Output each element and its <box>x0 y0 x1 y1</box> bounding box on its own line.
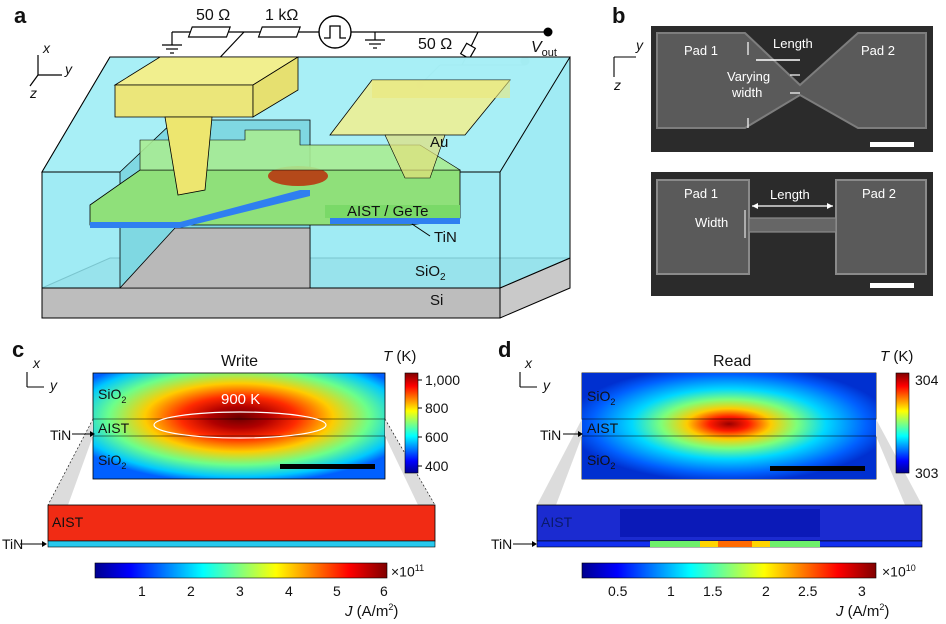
c-zoom-tin-label: TiN <box>2 536 24 552</box>
b-top-length-label: Length <box>773 36 813 51</box>
c-axis-x-label: x <box>33 355 40 371</box>
resistor-50-ohm-label: 50 Ω <box>196 7 231 24</box>
c-zoom-aist-label: AIST <box>52 514 84 530</box>
layer-label-au: Au <box>430 134 449 151</box>
d-title: Read <box>713 353 752 370</box>
d-j-tick: 2 <box>762 583 770 599</box>
c-j-tick: 6 <box>380 583 388 599</box>
c-contour-label: 900 K <box>221 391 261 408</box>
d-j-label: J (A/m2) <box>836 602 890 620</box>
d-sio2-bottom-label: SiO2 <box>587 452 616 471</box>
c-tin-label: TiN <box>50 427 72 443</box>
axis-z-label: z <box>30 85 37 101</box>
d-aist-label: AIST <box>587 420 619 436</box>
b-bottom-length-label: Length <box>770 187 810 202</box>
c-j-tick: 3 <box>236 583 244 599</box>
d-zoom-tin-label: TiN <box>491 536 513 552</box>
axis-x-label: x <box>43 40 50 56</box>
b-top-pad1-label: Pad 1 <box>684 43 718 58</box>
panel-label-a: a <box>14 3 27 28</box>
b-top-pad2-label: Pad 2 <box>861 43 895 58</box>
b-bottom-pad2-label: Pad 2 <box>862 186 896 201</box>
c-j-exponent: ×1011 <box>391 563 425 580</box>
d-zoom-aist-label: AIST <box>541 514 573 530</box>
d-sio2-top-label: SiO2 <box>587 388 616 407</box>
c-j-tick: 5 <box>333 583 341 599</box>
b-axis-y-label: y <box>636 37 643 53</box>
c-temp-tick: 600 <box>425 429 449 445</box>
c-temp-tick: 1,000 <box>425 372 461 388</box>
d-j-tick: 1 <box>667 583 675 599</box>
d-j-tick: 1.5 <box>703 583 723 599</box>
resistor-1k-ohm-label: 1 kΩ <box>265 7 299 24</box>
d-axis-x-label: x <box>525 355 532 371</box>
c-sio2-top-label: SiO2 <box>98 386 127 405</box>
c-j-tick: 2 <box>187 583 195 599</box>
resistor-50-ohm-output-label: 50 Ω <box>418 36 453 53</box>
panel-label-c: c <box>12 337 25 362</box>
d-temp-tick: 303 <box>915 465 939 481</box>
c-j-tick: 1 <box>138 583 146 599</box>
c-temp-unit-label: T (K) <box>383 348 417 365</box>
d-temp-unit-label: T (K) <box>880 348 914 365</box>
b-axis-z-label: z <box>614 77 621 93</box>
c-aist-label: AIST <box>98 420 130 436</box>
panel-label-d: d <box>498 337 512 362</box>
c-axis-y-label: y <box>50 377 57 393</box>
layer-label-aist-gete: AIST / GeTe <box>347 203 429 220</box>
b-top-width-label: width <box>732 85 763 100</box>
b-top-varying-label: Varying <box>727 69 771 84</box>
b-bottom-width-label: Width <box>695 215 729 230</box>
d-tin-label: TiN <box>540 427 562 443</box>
b-bottom-pad1-label: Pad 1 <box>684 186 718 201</box>
panel-label-b: b <box>612 3 626 28</box>
c-temp-tick: 400 <box>425 458 449 474</box>
d-j-tick: 0.5 <box>608 583 628 599</box>
d-j-exponent: ×1010 <box>882 563 916 580</box>
layer-label-si: Si <box>430 292 444 309</box>
c-j-tick: 4 <box>285 583 293 599</box>
layer-label-sio2: SiO2 <box>415 263 446 283</box>
layer-label-tin: TiN <box>434 229 457 246</box>
vout-label: Vout <box>531 39 557 60</box>
d-temp-tick: 304 <box>915 372 939 388</box>
d-axis-y-label: y <box>543 377 550 393</box>
c-temp-tick: 800 <box>425 400 449 416</box>
axis-y-label: y <box>65 61 72 77</box>
d-j-tick: 2.5 <box>798 583 818 599</box>
c-sio2-bottom-label: SiO2 <box>98 452 127 471</box>
d-j-tick: 3 <box>858 583 866 599</box>
c-j-label: J (A/m2) <box>345 602 399 620</box>
c-title: Write <box>221 353 259 370</box>
